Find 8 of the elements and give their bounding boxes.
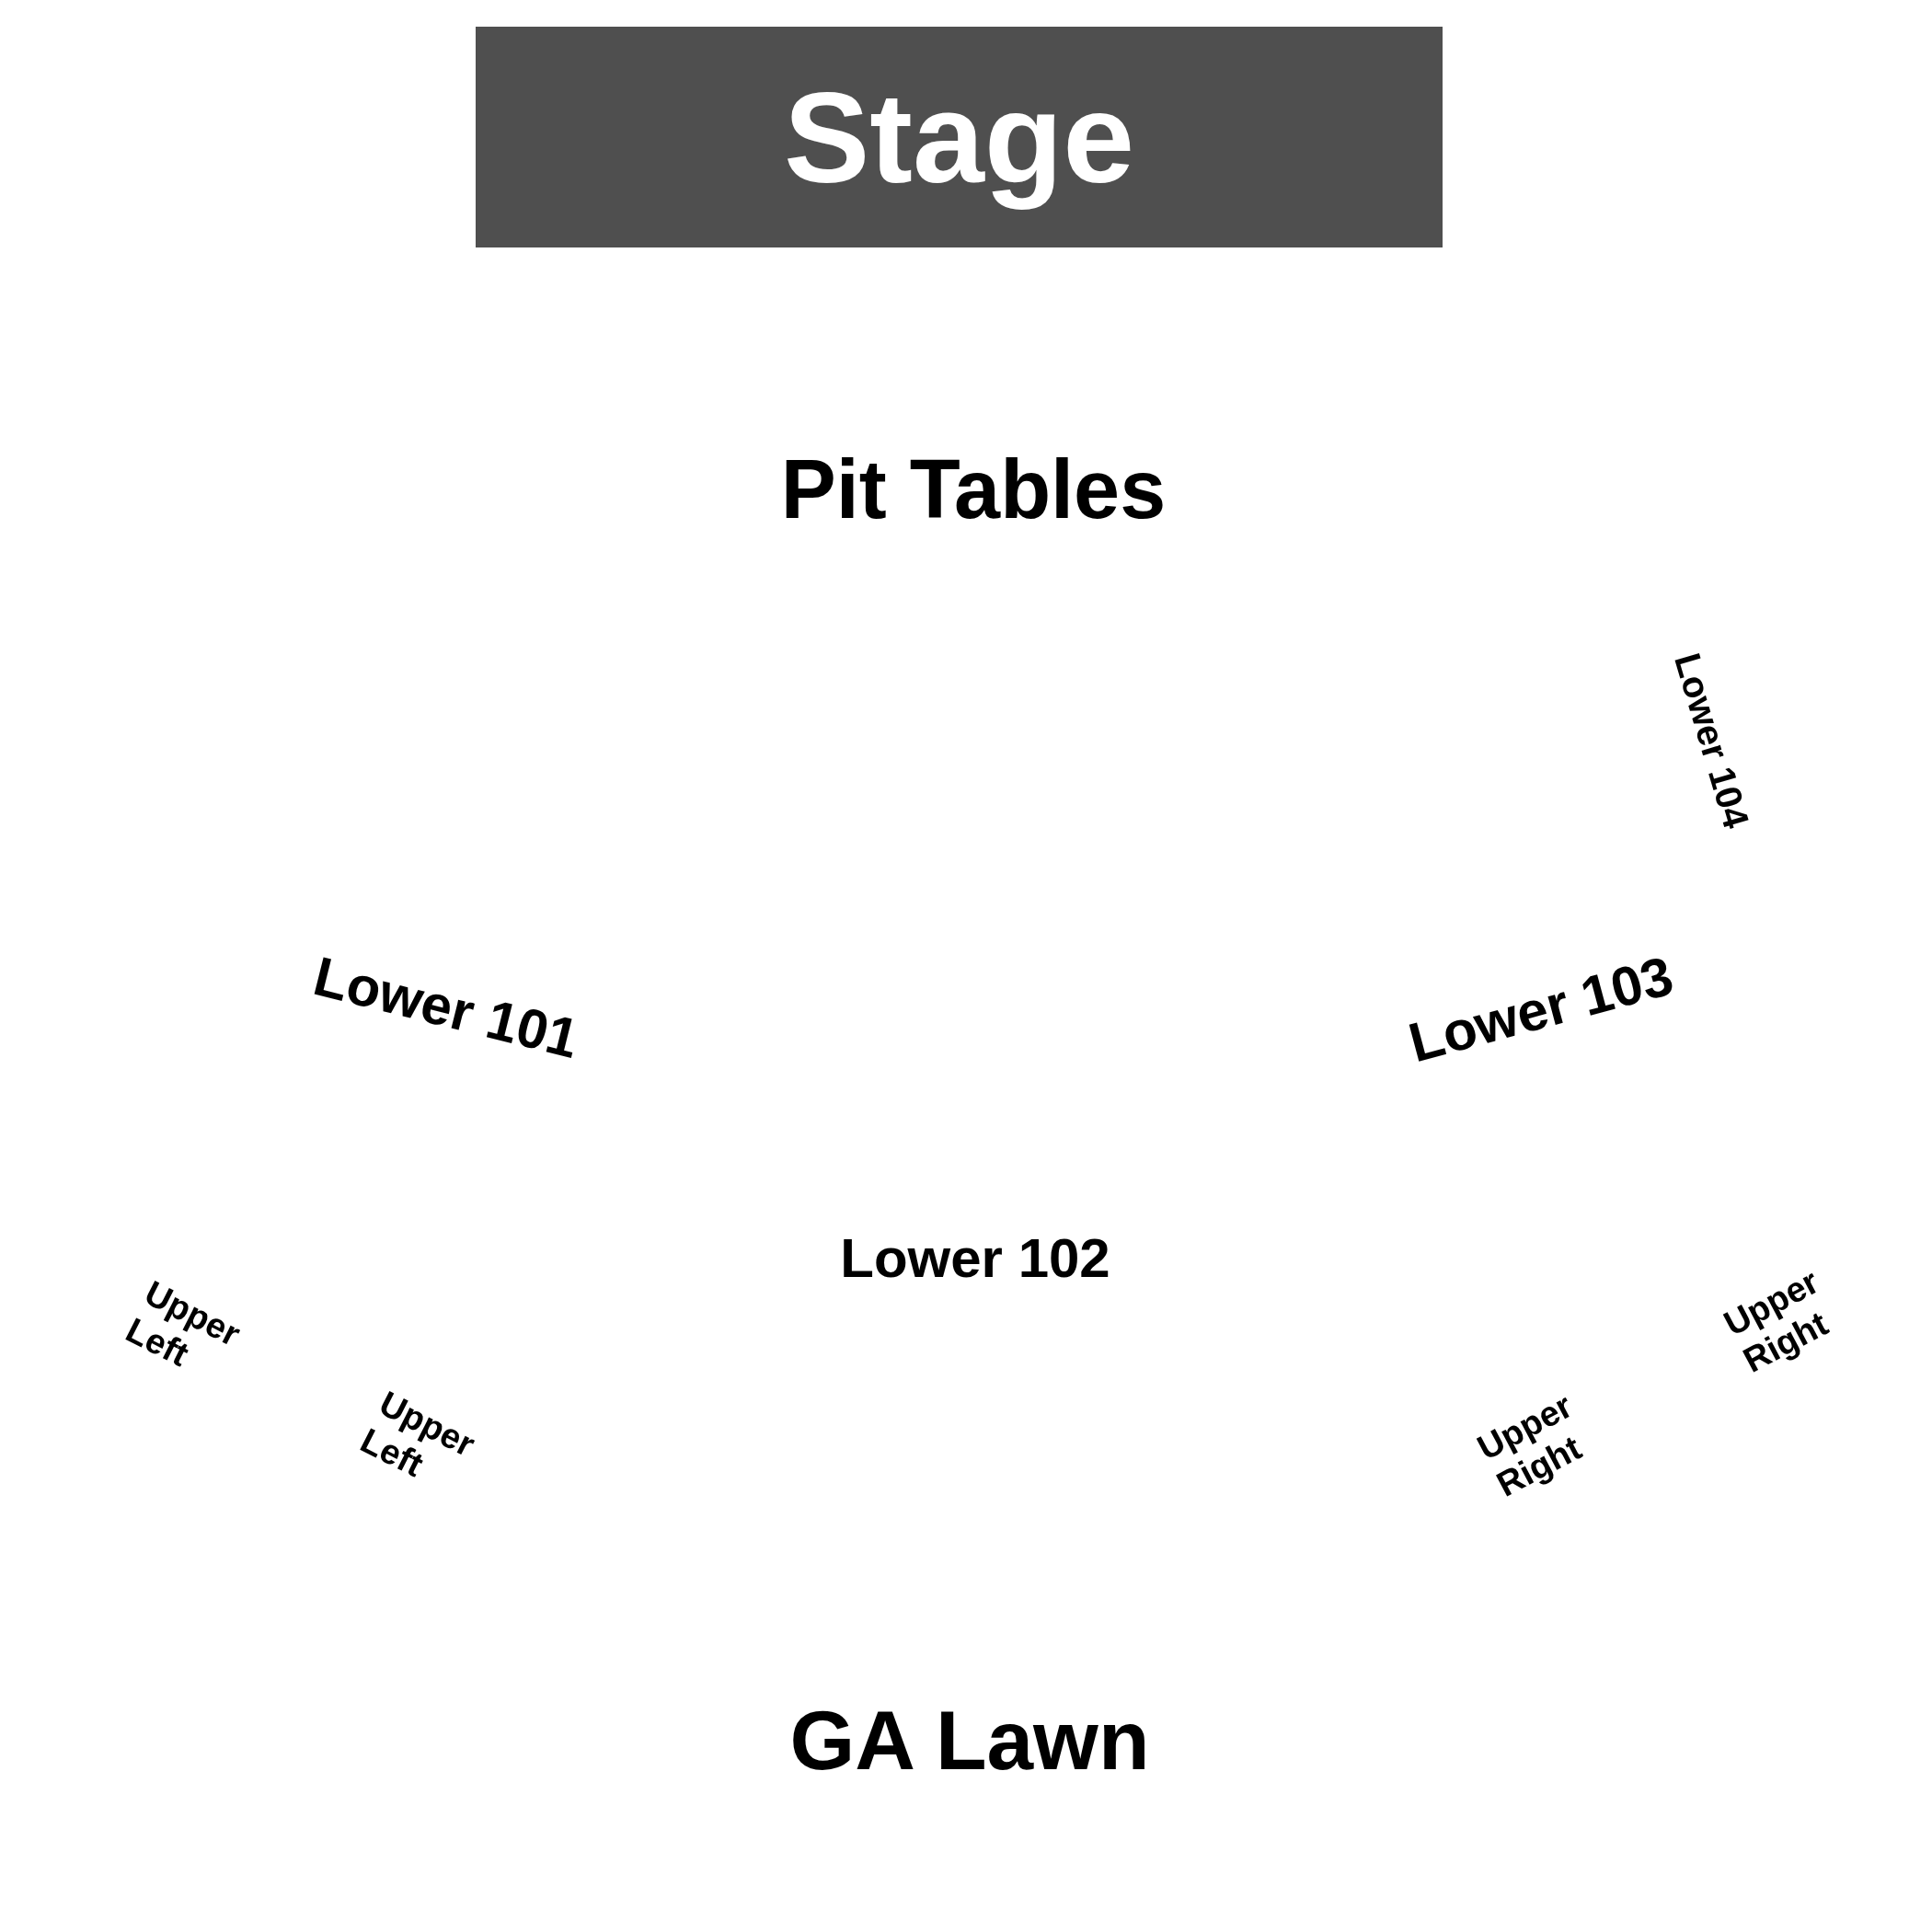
section-label: Lower 101 bbox=[307, 944, 585, 1071]
section-label: Pit Tables bbox=[780, 443, 1167, 538]
section-label: Lower 102 bbox=[840, 1225, 1110, 1290]
section-label: Lower 103 bbox=[1402, 943, 1680, 1075]
stage-label: Stage bbox=[783, 63, 1135, 212]
section-label: Lower 104 bbox=[1666, 648, 1758, 834]
stage-block bbox=[476, 27, 1443, 247]
section-label: GA Lawn bbox=[789, 1692, 1150, 1788]
